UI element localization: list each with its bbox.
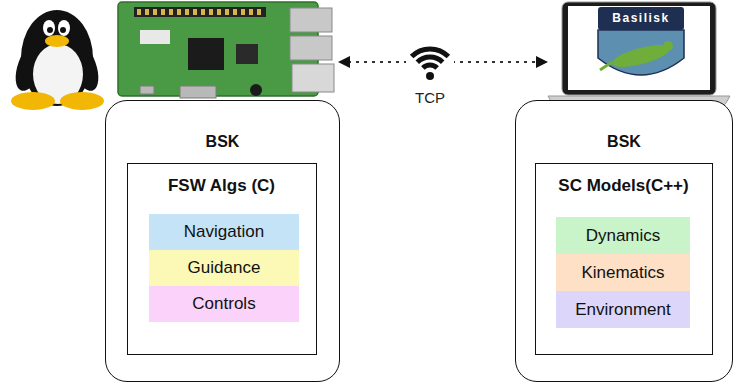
box-label: Dynamics (586, 226, 661, 246)
laptop (548, 2, 730, 107)
component-box: Environment (556, 291, 690, 328)
box-label: Kinematics (581, 263, 664, 283)
box-label: Guidance (188, 258, 261, 278)
component-box: Guidance (149, 250, 299, 286)
box-title: BSK (607, 133, 641, 151)
link-label: TCP (415, 89, 445, 106)
box-title: FSW Algs (C) (168, 176, 275, 196)
system-box: BSK FSW Algs (C) NavigationGuidanceControl… (105, 100, 340, 382)
module-box: FSW Algs (C) NavigationGuidanceControls (127, 163, 317, 355)
component-box: Kinematics (556, 254, 690, 291)
wifi-symbol (406, 48, 454, 82)
component-box: Navigation (149, 214, 299, 250)
component-box: Controls (149, 286, 299, 322)
box-title: SC Models(C++) (558, 176, 688, 196)
box-label: Environment (575, 300, 670, 320)
system-box: BSK SC Models(C++) DynamicsKinematicsEnvir… (515, 100, 733, 382)
module-box: SC Models(C++) DynamicsKinematicsEnvironm… (535, 163, 713, 355)
box-label: Navigation (184, 222, 264, 242)
box-title: BSK (206, 133, 240, 151)
raspberry-pi-board (118, 2, 334, 98)
box-label: Controls (192, 294, 255, 314)
tux-penguin (10, 10, 104, 110)
component-box: Dynamics (556, 217, 690, 254)
logo-text: Basilisk (612, 11, 669, 25)
